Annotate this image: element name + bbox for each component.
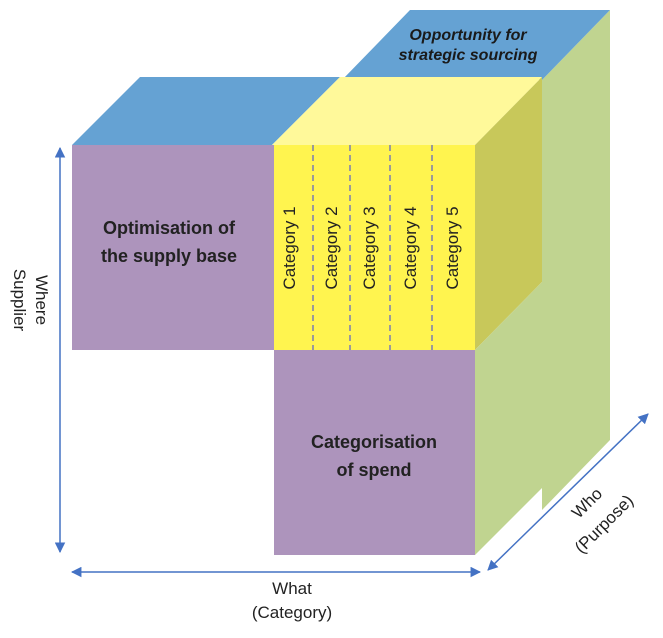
where-axis-label-line2: Supplier: [10, 269, 29, 332]
top-label-line2: strategic sourcing: [399, 47, 538, 64]
what-axis-label-line1: What: [272, 579, 312, 598]
yellow-top-face: [272, 77, 542, 145]
category-5-label: Category 5: [443, 206, 462, 289]
left-face-line2: the supply base: [101, 246, 237, 266]
category-2-label: Category 2: [322, 206, 341, 289]
what-axis-label-line2: (Category): [252, 603, 332, 622]
bottom-face-line2: of spend: [337, 460, 412, 480]
optimisation-face: [72, 145, 274, 350]
category-4-label: Category 4: [401, 206, 420, 289]
category-dividers: [312, 145, 433, 350]
who-axis-arrow: [487, 413, 649, 571]
category-3-label: Category 3: [360, 206, 379, 289]
blue-top-face-left: [72, 77, 340, 145]
green-side-face-back: [542, 10, 610, 510]
categorisation-face: [274, 350, 475, 555]
blue-top-face-right: [342, 10, 610, 80]
top-label-line1: Opportunity for: [409, 27, 527, 44]
category-1-label: Category 1: [280, 206, 299, 289]
bottom-face-line1: Categorisation: [311, 432, 437, 452]
where-axis-label-line1: Where: [32, 275, 51, 325]
left-face-line1: Optimisation of: [103, 218, 236, 238]
category-strip: [274, 145, 475, 350]
olive-side-face: [475, 77, 542, 350]
